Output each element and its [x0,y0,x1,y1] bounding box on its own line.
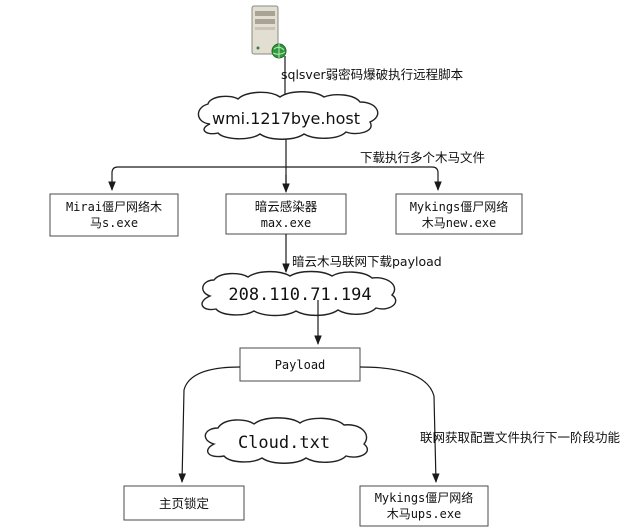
anyun-infector-node: 暗云感染器 max.exe [225,193,347,235]
edge-label-anyun-download: 暗云木马联网下载payload [292,254,442,269]
edge-wmi-split [108,139,442,193]
edge-label-cloud-fetch: 联网获取配置文件执行下一阶段功能 [420,430,621,445]
mykings-ups-node: Mykings僵尸网络 木马ups.exe [359,485,489,527]
wmi-host-label: wmi.1217bye.host [212,109,360,128]
edge-payload-to-mykings-ups [359,366,440,483]
homepage-lock-node: 主页锁定 [123,485,245,521]
anyun-label-line1: 暗云感染器 [255,199,318,214]
wmi-host-node: wmi.1217bye.host [197,91,379,140]
mykings-new-label-line2: 木马new.exe [422,216,497,230]
homepage-lock-label: 主页锁定 [159,496,209,511]
mirai-node: Mirai僵尸网络木 马s.exe [49,193,179,237]
mykings-ups-label-line2: 木马ups.exe [387,507,462,521]
mykings-ups-label-line1: Mykings僵尸网络 [375,490,474,505]
payload-label: Payload [275,358,326,372]
globe-icon [271,43,287,59]
ip-host-node: 208.110.71.194 [201,270,397,317]
cloud-txt-label: Cloud.txt [238,433,330,453]
payload-node: Payload [239,347,361,382]
ip-host-label: 208.110.71.194 [228,285,371,305]
mirai-label-line1: Mirai僵尸网络木 [66,199,162,214]
mykings-new-label-line1: Mykings僵尸网络 [410,199,509,214]
edge-payload-to-homepage [178,366,241,483]
mirai-label-line2: 马s.exe [90,216,138,230]
edge-label-sql: sqlsver弱密码爆破执行远程脚本 [281,67,464,82]
anyun-label-line2: max.exe [261,216,312,230]
server-icon [251,5,279,55]
edge-label-download-trojans: 下载执行多个木马文件 [360,150,485,165]
cloud-txt-node: Cloud.txt [204,417,369,464]
mykings-new-node: Mykings僵尸网络 木马new.exe [395,193,523,235]
